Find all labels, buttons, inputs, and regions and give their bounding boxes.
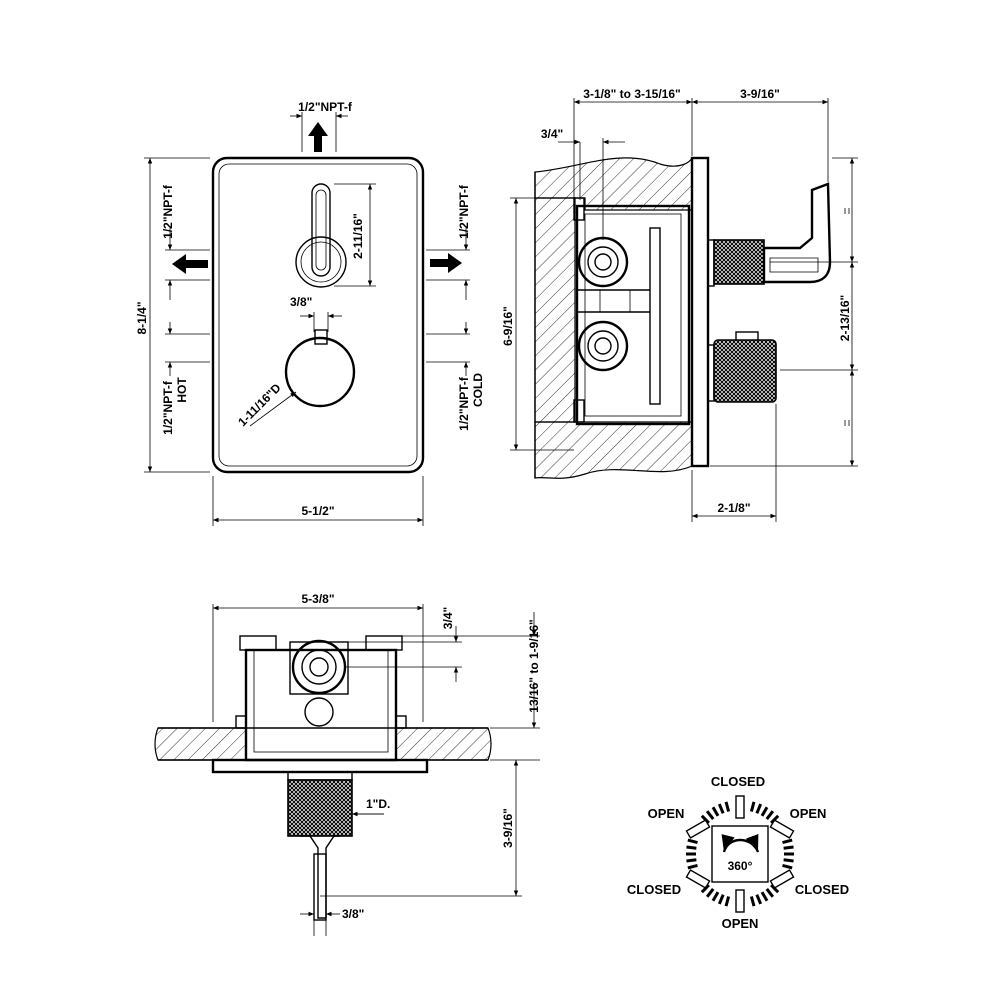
top-stem-label: 3/8" bbox=[342, 907, 364, 921]
lever-height-label: 2-11/16" bbox=[351, 213, 365, 259]
top-offset-label: 3/4" bbox=[441, 607, 455, 629]
hot-label: HOT bbox=[175, 377, 189, 403]
knob-diameter-label: 1-11/16"D bbox=[235, 381, 284, 430]
diverter-handle bbox=[762, 182, 832, 284]
total-width-label: 5-1/2" bbox=[301, 504, 334, 518]
rotation-tick bbox=[717, 803, 725, 814]
wall-section-bottom bbox=[534, 421, 693, 479]
diverter-lever bbox=[295, 183, 347, 288]
rotation-tick bbox=[705, 810, 715, 821]
closed-marker-right bbox=[769, 869, 795, 889]
cold-inlet-label: 1/2"NPT-f bbox=[457, 376, 471, 431]
top-handle bbox=[313, 853, 327, 921]
top-wall-range-label: 13/16" to 1-9/16" bbox=[527, 619, 541, 712]
diverter-knurl bbox=[713, 239, 765, 285]
closed-marker-top bbox=[735, 795, 745, 819]
open-marker-right bbox=[769, 819, 795, 839]
rotation-tick bbox=[687, 863, 698, 870]
total-height-label: 8-1/4" bbox=[135, 301, 149, 334]
rotation-tick bbox=[760, 891, 769, 902]
lower-port bbox=[577, 320, 629, 372]
rotation-tick bbox=[717, 894, 725, 905]
upper-port bbox=[577, 236, 629, 288]
side-face-plate bbox=[690, 156, 710, 468]
rotation-tick bbox=[711, 806, 720, 817]
right-outlet-label: 1/2"NPT-f bbox=[457, 184, 471, 239]
top-width-label: 5-3/8" bbox=[301, 592, 334, 606]
rotation-bottom-label: OPEN bbox=[722, 916, 759, 931]
rotation-center-label: 360° bbox=[728, 859, 753, 873]
front-plate-inner bbox=[218, 163, 418, 467]
top-face-plate bbox=[211, 758, 429, 774]
rotation-tick bbox=[749, 896, 756, 907]
side-projection-label: 3-9/16" bbox=[740, 87, 780, 101]
top-projection-label: 3-9/16" bbox=[501, 808, 515, 848]
wall-section-left bbox=[534, 197, 576, 423]
rotation-diagram: 360° CLOSED OPEN OPEN CLOSED CLOSED OPEN bbox=[627, 774, 849, 931]
open-marker-left bbox=[685, 819, 711, 839]
mixer-knurl bbox=[713, 339, 777, 403]
top-valve-body bbox=[235, 635, 407, 762]
left-arrow-icon bbox=[172, 254, 186, 274]
closed-marker-left bbox=[685, 869, 711, 889]
rotation-tick bbox=[705, 887, 715, 898]
left-outlet-label: 1/2"NPT-f bbox=[161, 184, 175, 239]
rotation-lower-right-label: CLOSED bbox=[795, 882, 849, 897]
left-arrow-shaft-icon bbox=[186, 260, 208, 268]
valve-body bbox=[575, 204, 691, 426]
rotation-lower-left-label: CLOSED bbox=[627, 882, 681, 897]
hot-inlet-label: 1/2"NPT-f bbox=[161, 380, 175, 435]
rotation-upper-left-label: OPEN bbox=[648, 806, 685, 821]
rotation-tick bbox=[724, 801, 731, 812]
rotation-tick bbox=[765, 887, 775, 898]
side-body-height-label: 6-9/16" bbox=[501, 306, 515, 346]
rotation-tick bbox=[760, 806, 769, 817]
rotation-tick bbox=[755, 894, 763, 905]
open-marker-bottom bbox=[735, 889, 745, 913]
top-wall-section bbox=[154, 727, 247, 761]
top-knob-diameter-label: 1"D. bbox=[366, 797, 390, 811]
up-arrow-head-icon bbox=[308, 122, 328, 136]
rotation-upper-right-label: OPEN bbox=[790, 806, 827, 821]
top-outlet-label: 1/2"NPT-f bbox=[298, 100, 353, 114]
rotation-tick bbox=[687, 838, 698, 845]
side-handle-spacing-label: 2-13/16" bbox=[838, 295, 852, 341]
stem-label: 3/8" bbox=[290, 295, 312, 309]
rotation-tick bbox=[783, 858, 794, 863]
rotation-arrow-icon bbox=[721, 833, 760, 853]
top-wall-section-right bbox=[395, 727, 492, 761]
front-view: 1/2"NPT-f 1/2"NPT-f 1/2"NPT-f 1/2"NPT-f … bbox=[135, 100, 485, 526]
side-wall-depth-label: 3-1/8" to 3-15/16" bbox=[583, 87, 680, 101]
rotation-top-label: CLOSED bbox=[711, 774, 765, 789]
rotation-tick bbox=[711, 891, 720, 902]
mixer-knob bbox=[284, 329, 356, 408]
rotation-tick bbox=[782, 838, 793, 845]
cold-label: COLD bbox=[471, 373, 485, 407]
rotation-tick bbox=[724, 896, 731, 907]
rotation-tick bbox=[686, 845, 697, 850]
rotation-tick bbox=[765, 810, 775, 821]
top-view: 5-3/8" 3/4" 13/16" to 1-9/16" 3-9/16" 1"… bbox=[154, 592, 541, 936]
up-arrow-icon bbox=[314, 134, 322, 152]
rotation-tick bbox=[749, 801, 756, 812]
top-knurl bbox=[287, 779, 353, 837]
rotation-tick bbox=[755, 803, 763, 814]
rotation-tick bbox=[686, 858, 697, 863]
rotation-tick bbox=[782, 863, 793, 870]
right-arrow-icon bbox=[448, 253, 462, 273]
right-arrow-shaft-icon bbox=[430, 259, 450, 267]
rotation-tick bbox=[783, 845, 794, 850]
side-offset-label: 3/4" bbox=[541, 127, 563, 141]
rotation-center-box bbox=[711, 825, 769, 883]
front-plate bbox=[211, 156, 425, 474]
side-view: 3-1/8" to 3-15/16" 3-9/16" 3/4" 6-9/16" … bbox=[501, 87, 858, 522]
side-knob-depth-label: 2-1/8" bbox=[717, 501, 750, 515]
